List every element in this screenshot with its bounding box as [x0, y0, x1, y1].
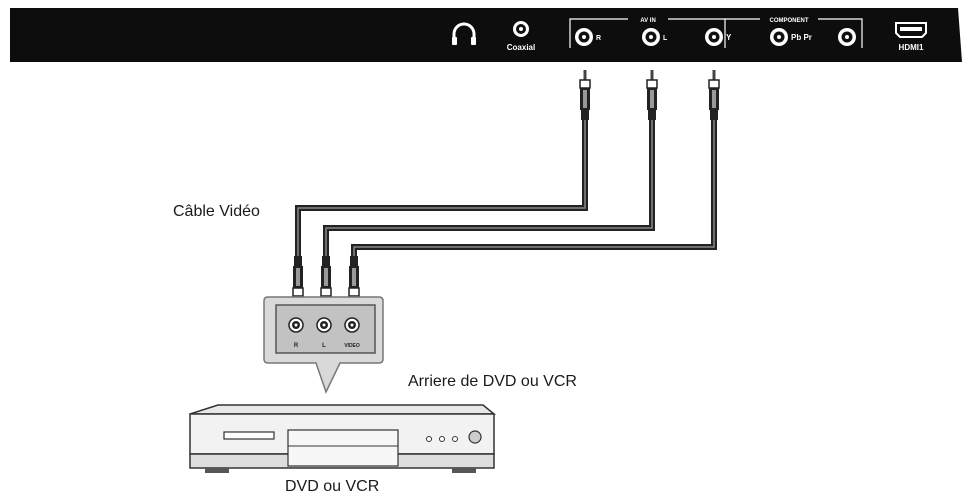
av-in-bracket: [569, 18, 628, 48]
tv-rear-panel: Coaxial AV IN COMPONENT R L Y Pb Pr: [10, 8, 962, 62]
component-label: COMPONENT: [770, 18, 809, 24]
device-port-video-label: VIDEO: [344, 343, 360, 349]
pb-pr-label: Pb Pr: [791, 33, 812, 42]
hdmi-label: HDMI1: [899, 43, 924, 52]
av-in-r-port: R: [575, 28, 601, 46]
device-port-r-label: R: [294, 343, 299, 349]
port-y-label: Y: [726, 33, 732, 42]
rca-plug-top-video: [708, 70, 720, 120]
video-cable: [295, 118, 717, 258]
component-pr-port: [838, 28, 856, 46]
av-in-label: AV IN: [640, 18, 656, 24]
cable-label: Câble Vidéo: [173, 203, 260, 220]
port-r-label: R: [596, 35, 601, 42]
device-port-l-label: L: [322, 343, 326, 349]
hdmi-port: HDMI1: [895, 22, 927, 52]
headphone-icon: [452, 22, 476, 45]
device-back-callout: R L VIDEO: [263, 296, 384, 394]
dvd-vcr-device: [189, 404, 497, 473]
device-l-jack: L: [316, 317, 332, 349]
component-y-port: Y: [705, 28, 732, 46]
device-label: DVD ou VCR: [285, 478, 380, 495]
device-r-jack: R: [288, 317, 304, 349]
rca-plug-top-l: [646, 70, 658, 120]
coaxial-port: Coaxial: [507, 21, 535, 52]
device-back-label: Arriere de DVD ou VCR: [408, 373, 577, 390]
component-pb-port: Pb Pr: [770, 28, 812, 46]
device-video-jack: VIDEO: [344, 317, 360, 349]
rca-plug-top-r: [579, 70, 591, 120]
av-in-l-port: L: [642, 28, 668, 46]
coaxial-label: Coaxial: [507, 43, 535, 52]
port-l-label: L: [663, 35, 668, 42]
